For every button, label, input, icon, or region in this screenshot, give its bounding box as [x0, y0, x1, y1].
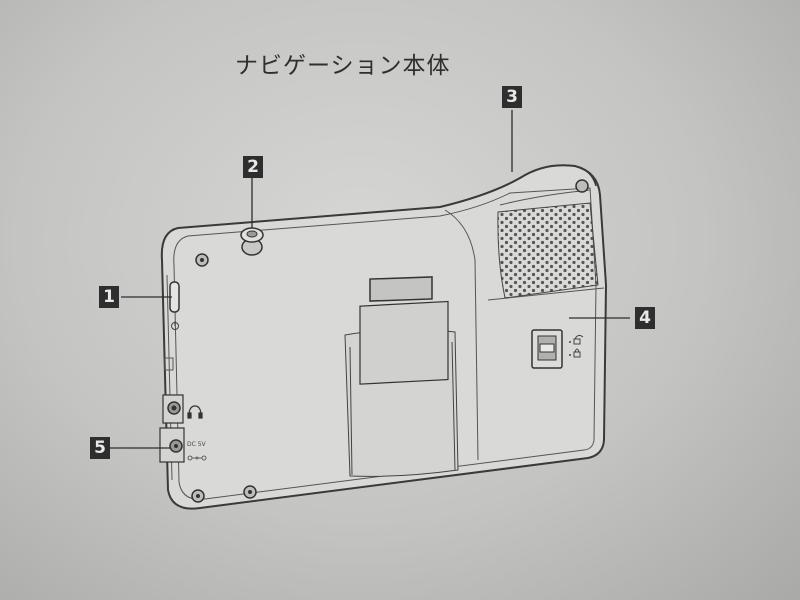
antenna-knob [240, 227, 264, 256]
lock-open-icon [573, 334, 584, 345]
power-icon [171, 321, 179, 330]
speaker-grille [497, 202, 599, 299]
callout-4: 4 [635, 307, 655, 329]
callout-1: 1 [99, 286, 119, 308]
screw-hole [191, 253, 257, 503]
callout-5: 5 [90, 437, 110, 459]
headphone-jack [162, 394, 184, 424]
mount-slot [369, 276, 433, 302]
dc-input-jack [159, 427, 185, 463]
headphone-icon [187, 405, 203, 419]
dc-input-label: DC 5V [187, 441, 206, 448]
callout-2: 2 [243, 156, 263, 178]
callout-3: 3 [502, 86, 522, 108]
lock-switch [531, 329, 563, 369]
page-title: ナビゲーション本体 [235, 53, 451, 79]
dc-polarity-icon [187, 455, 207, 461]
lock-closed-icon [573, 348, 581, 358]
